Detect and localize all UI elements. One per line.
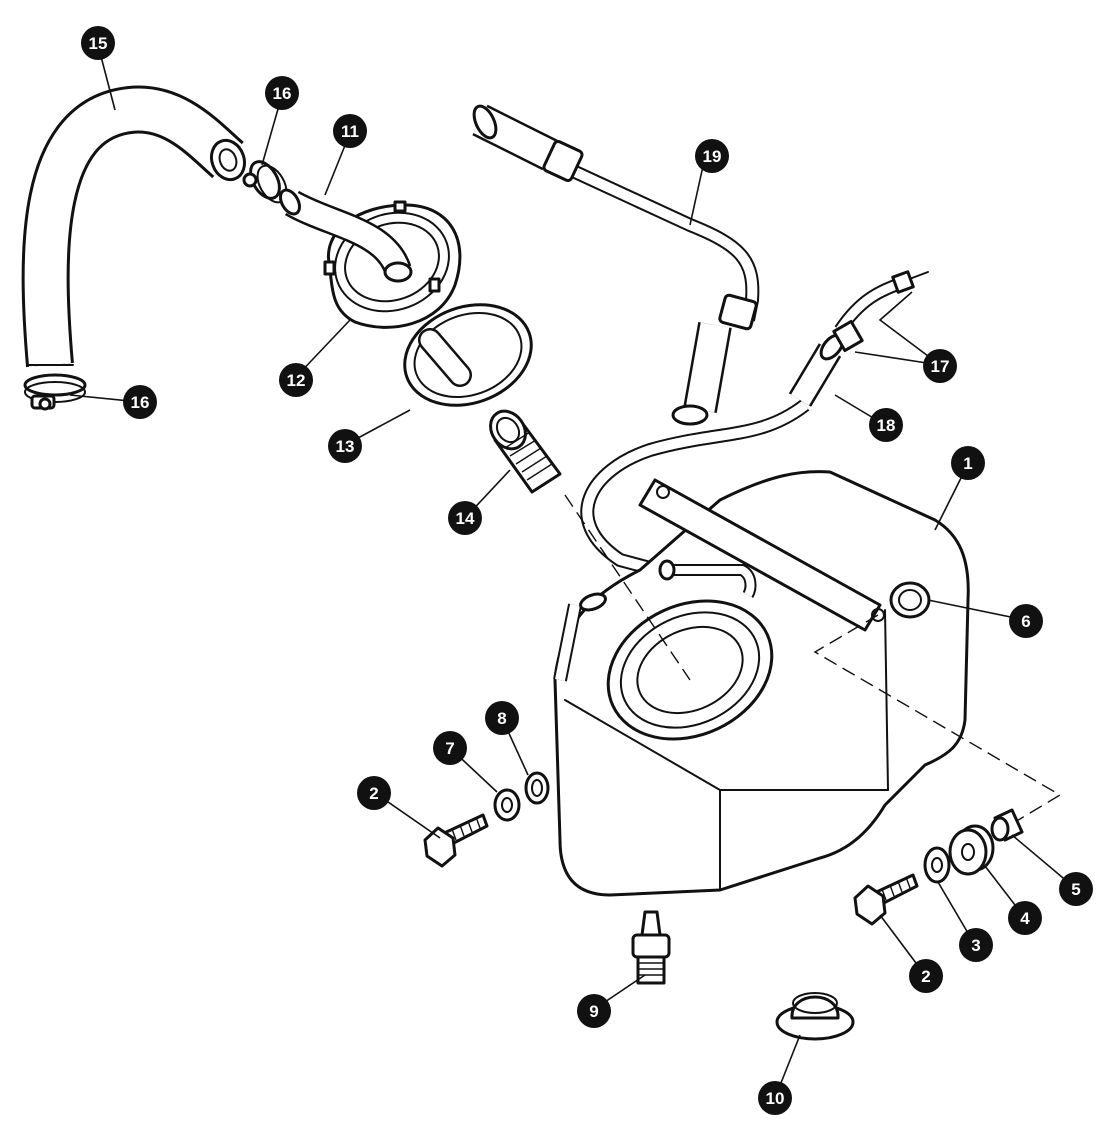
callout-3: 3 [959,928,993,962]
callout-2-right-label: 2 [921,967,930,986]
callout-18-label: 18 [877,416,896,435]
callout-19: 19 [695,139,729,173]
callout-2-left-label: 2 [369,784,378,803]
callout-17: 17 [923,349,957,383]
assembly-line-mount [813,614,1062,826]
hose-18 [580,333,845,579]
cap-10 [775,992,855,1041]
callout-10: 10 [758,1081,792,1115]
strainer-13 [403,303,533,407]
callout-15-label: 15 [89,34,108,53]
washer-3 [923,846,951,884]
callout-5: 5 [1059,872,1093,906]
callout-17-label: 17 [931,357,950,376]
callout-7: 7 [433,731,467,765]
hose-15 [21,85,247,368]
callout-8-label: 8 [497,709,506,728]
callout-9-label: 9 [589,1002,598,1021]
callout-1-label: 1 [963,454,972,473]
callout-6: 6 [1009,604,1043,638]
lock-washer-8 [524,771,550,805]
callout-11-label: 11 [341,122,359,141]
callout-7-label: 7 [445,739,454,758]
callout-16-upper: 16 [265,76,299,110]
callout-18: 18 [869,408,903,442]
callout-14-label: 14 [456,509,475,528]
callout-19-label: 19 [703,147,722,166]
clamp-16-lower [23,373,87,411]
callout-8: 8 [485,701,519,735]
washer-7 [493,788,521,822]
callout-2-right: 2 [909,959,943,993]
callout-12-label: 12 [287,371,306,390]
callout-5-label: 5 [1071,880,1080,899]
callout-11: 11 [333,114,367,148]
grommet-6 [889,581,931,619]
bolt-2-left [423,813,489,868]
pipe-19 [472,104,760,426]
tank-1 [553,470,970,897]
callout-16-upper-label: 16 [273,84,292,103]
filter-14 [489,409,562,494]
callout-16-lower-label: 16 [131,393,150,412]
clamp-16-upper [242,160,288,204]
callout-4: 4 [1008,901,1042,935]
collar-5 [990,808,1024,842]
assembly-line-14 [564,494,691,681]
callout-13: 13 [328,429,362,463]
callout-6-label: 6 [1021,612,1030,631]
callout-9: 9 [577,994,611,1028]
callout-10-label: 10 [766,1089,785,1108]
callout-2-left: 2 [357,776,391,810]
tube-11 [279,188,413,283]
bolt-2-right [853,873,919,926]
spacer-4 [948,824,995,876]
fitting-17 [832,270,929,353]
callout-12: 12 [279,363,313,397]
callout-4-label: 4 [1020,909,1030,928]
callout-13-label: 13 [336,437,355,456]
callout-14: 14 [448,501,482,535]
drain-fitting-9 [631,910,671,985]
callout-1: 1 [951,446,985,480]
callout-3-label: 3 [971,936,980,955]
callout-16-lower: 16 [123,385,157,419]
callout-15: 15 [81,26,115,60]
